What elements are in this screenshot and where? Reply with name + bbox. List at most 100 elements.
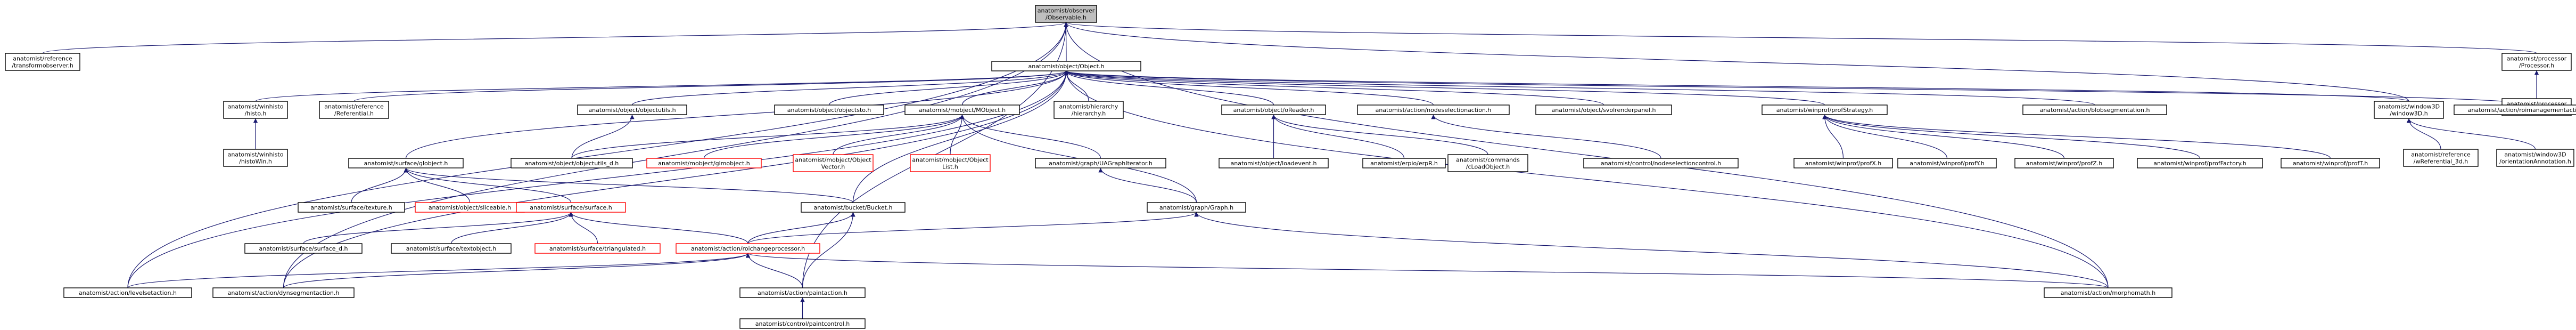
node-svolrenderpanel[interactable]: anatomist/object/svolrenderpanel.h (1535, 104, 1672, 115)
node-morphomath[interactable]: anatomist/action/morphomath.h (2044, 287, 2172, 298)
node-paintaction[interactable]: anatomist/action/paintaction.h (739, 287, 866, 298)
node-textobject[interactable]: anatomist/surface/textobject.h (391, 243, 512, 254)
edge-proffactory-to-profstrategy (1822, 114, 2201, 159)
node-label: anatomist/object/objectutils.h (588, 107, 676, 114)
node-label: anatomist/window3D (2504, 151, 2566, 158)
node-profx[interactable]: anatomist/winprof/profX.h (1793, 158, 1893, 168)
edge-roichange-to-graph (747, 212, 1199, 244)
node-surface[interactable]: anatomist/surface/surface.h (516, 202, 626, 213)
edge-paintaction-to-bucket (802, 212, 855, 288)
node-processor[interactable]: anatomist/processor/Processor.h (2501, 53, 2572, 71)
edge-glcomponent-to-object (405, 70, 1069, 159)
node-glcomponent[interactable]: anatomist/surface/globject.h (348, 158, 464, 168)
node-label: /cLoadObject.h (1466, 164, 1510, 171)
node-box (646, 158, 762, 168)
edge-sliceable-to-glcomponent (404, 167, 471, 203)
node-texture[interactable]: anatomist/surface/texture.h (298, 202, 405, 213)
node-histo[interactable]: anatomist/winhisto/histo.h (223, 101, 288, 119)
node-label: anatomist/object/Object.h (1028, 63, 1105, 70)
node-sliceable[interactable]: anatomist/object/sliceable.h (415, 202, 525, 213)
node-levelset[interactable]: anatomist/action/levelsetaction.h (63, 287, 192, 298)
node-orientannot[interactable]: anatomist/window3D/orientationAnnotation… (2496, 149, 2574, 167)
node-box (676, 243, 820, 254)
node-box (1897, 158, 1997, 168)
node-roimanagement[interactable]: anatomist/action/roimanagementaction.h (2454, 104, 2576, 115)
node-hierarchy[interactable]: anatomist/hierarchy/hierarchy.h (1054, 101, 1124, 119)
node-uagraphiterator[interactable]: anatomist/graph/UAGraphIterator.h (1035, 158, 1166, 168)
node-roichange[interactable]: anatomist/action/roichangeprocessor.h (676, 243, 820, 254)
edge-morphomath-to-roichange (746, 253, 2109, 288)
node-label: anatomist/reference (2411, 151, 2471, 158)
node-surface_d[interactable]: anatomist/surface/surface_d.h (244, 243, 363, 254)
node-graph[interactable]: anatomist/graph/Graph.h (1147, 202, 1246, 213)
node-label: anatomist/action/blobsegmentation.h (2040, 107, 2150, 114)
node-box (2281, 158, 2380, 168)
node-objectutils_d[interactable]: anatomist/object/objectutils_d.h (511, 158, 633, 168)
node-label: anatomist/object/loadevent.h (1231, 160, 1317, 167)
node-label: anatomist/observer (1038, 7, 1095, 14)
node-nodeselcontrol[interactable]: anatomist/control/nodeselectioncontrol.h (1583, 158, 1739, 168)
node-glmobject[interactable]: anatomist/mobject/glmobject.h (646, 158, 762, 168)
node-box (63, 287, 192, 298)
node-object[interactable]: anatomist/object/Object.h (991, 61, 1141, 71)
node-transformobserver[interactable]: anatomist/reference/transformobserver.h (5, 53, 80, 71)
node-bucket[interactable]: anatomist/bucket/Bucket.h (801, 202, 906, 213)
node-paintcontrol[interactable]: anatomist/control/paintcontrol.h (739, 318, 866, 329)
edge-dynseg-to-object (283, 70, 1069, 288)
node-proft[interactable]: anatomist/winprof/profT.h (2281, 158, 2380, 168)
node-label: anatomist/surface/triangulated.h (549, 245, 646, 252)
node-profy[interactable]: anatomist/winprof/profY.h (1897, 158, 1997, 168)
node-label: anatomist/action/paintaction.h (758, 289, 847, 296)
node-box (1147, 202, 1246, 213)
node-referential[interactable]: anatomist/reference/Referential.h (319, 101, 389, 119)
node-profz[interactable]: anatomist/winprof/profZ.h (2014, 158, 2114, 168)
node-objectsto[interactable]: anatomist/object/objectsto.h (774, 104, 884, 115)
node-histowin[interactable]: anatomist/winhisto/histoWin.h (223, 149, 288, 167)
node-label: anatomist/hierarchy (1059, 103, 1118, 110)
node-blobseg[interactable]: anatomist/action/blobsegmentation.h (2022, 104, 2167, 115)
node-label: anatomist/object/svolrenderpanel.h (1552, 107, 1656, 114)
node-label: anatomist/surface/textobject.h (406, 245, 496, 252)
node-box (511, 158, 633, 168)
edge-svolrenderpanel-to-object (1064, 70, 1604, 106)
node-dynseg[interactable]: anatomist/action/dynsegmentaction.h (212, 287, 355, 298)
edge-profy-to-profstrategy (1822, 114, 1948, 159)
node-mobject[interactable]: anatomist/mobject/MObject.h (904, 104, 1020, 115)
node-label: /wReferential_3d.h (2414, 158, 2468, 165)
node-label: anatomist/winhisto (228, 103, 284, 110)
edge-nodeselaction-to-object (1064, 70, 1434, 106)
node-box (391, 243, 512, 254)
node-label: anatomist/control/paintcontrol.h (755, 320, 850, 327)
node-box (2044, 287, 2172, 298)
node-box (1535, 104, 1672, 115)
node-loadevent[interactable]: anatomist/object/loadevent.h (1219, 158, 1329, 168)
node-triangulated[interactable]: anatomist/surface/triangulated.h (534, 243, 661, 254)
edge-roichange-to-surface (569, 212, 748, 244)
node-box (1219, 158, 1329, 168)
node-objectutils[interactable]: anatomist/object/objectutils.h (577, 104, 687, 115)
edge-triangulated-to-surface (569, 212, 598, 244)
node-box (910, 154, 991, 172)
node-box (319, 101, 389, 119)
node-label: List.h (942, 164, 958, 171)
edge-texture-to-glcomponent (351, 167, 408, 203)
node-label: anatomist/winprof/profFactory.h (2153, 160, 2246, 167)
node-loadobject[interactable]: anatomist/commands/cLoadObject.h (1447, 154, 1528, 172)
node-label: anatomist/commands (1456, 157, 1520, 164)
edge-surface-to-glcomponent (404, 167, 572, 203)
node-erpwraps[interactable]: anatomist/erpio/erpR.h (1362, 158, 1446, 168)
node-box (2014, 158, 2114, 168)
edge-nodeselcontrol-to-nodeselaction (1431, 114, 1661, 159)
node-profstrategy[interactable]: anatomist/winprof/profStrategy.h (1762, 104, 1888, 115)
node-proffactory[interactable]: anatomist/winprof/profFactory.h (2137, 158, 2263, 168)
node-box (801, 202, 906, 213)
edge-orientannot-to-window3d (2406, 118, 2536, 150)
node-wreferential3d[interactable]: anatomist/reference/wReferential_3d.h (2403, 149, 2479, 167)
node-label: /orientationAnnotation.h (2499, 158, 2571, 165)
edge-proft-to-profstrategy (1822, 114, 2331, 159)
node-oreader[interactable]: anatomist/object/oReader.h (1221, 104, 1326, 115)
node-window3d[interactable]: anatomist/window3D/window3D.h (2374, 101, 2444, 119)
node-nodeselaction[interactable]: anatomist/action/nodeselectionaction.h (1357, 104, 1510, 115)
